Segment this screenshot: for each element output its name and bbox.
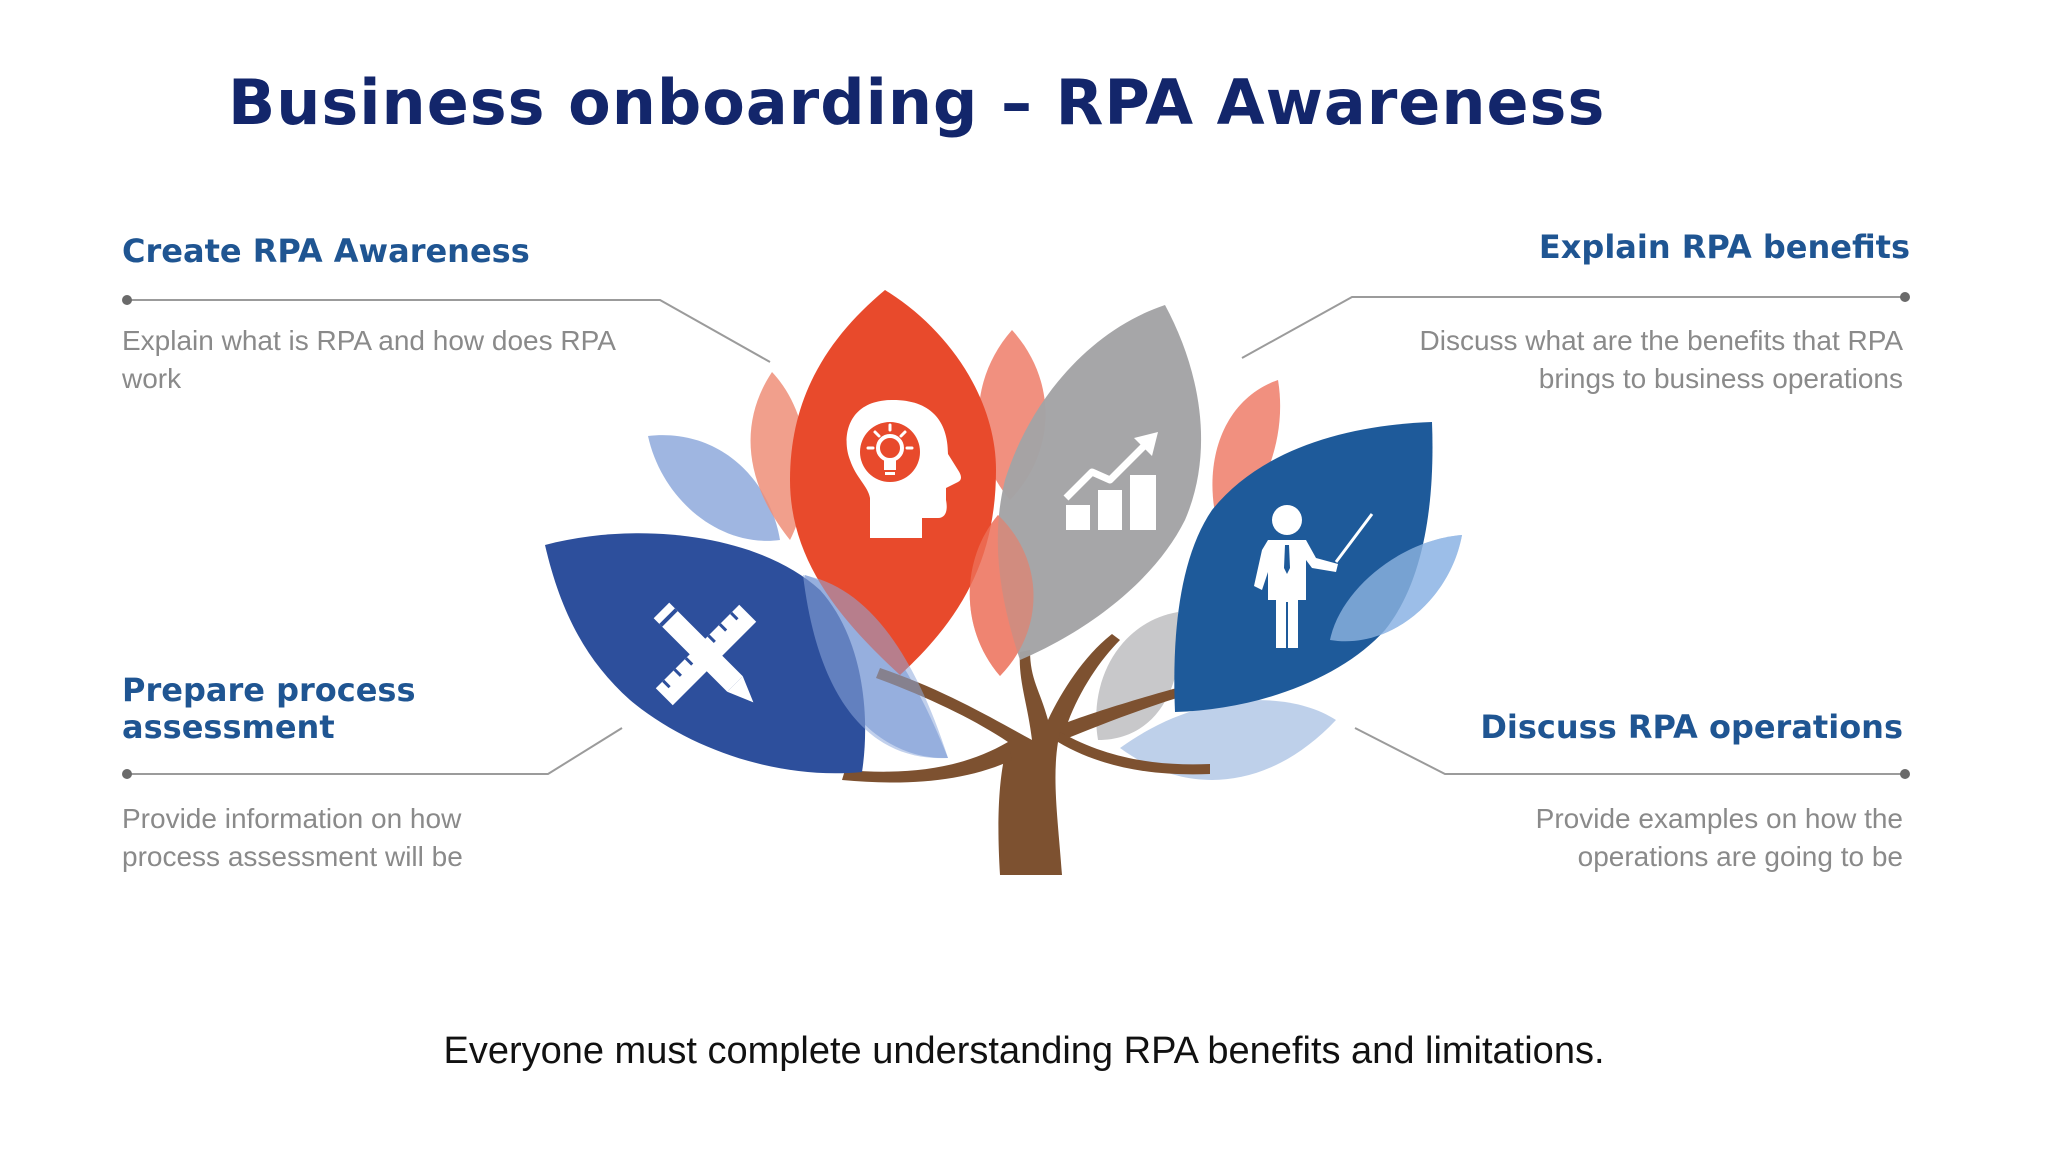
heading-create-rpa-awareness: Create RPA Awareness [122, 232, 530, 270]
description-create-rpa-awareness: Explain what is RPA and how does RPA wor… [122, 325, 615, 394]
connector-bottom-right [1354, 727, 1905, 775]
description-prepare-process-assessment: Provide information on how process asses… [122, 803, 463, 872]
connector-dot-top-right [1900, 292, 1910, 302]
description-explain-rpa-benefits: Discuss what are the benefits that RPA b… [1419, 325, 1904, 394]
leaf-lavender-overlay [803, 575, 948, 759]
connector-top-left [127, 299, 771, 363]
growth-chart-icon [1063, 432, 1158, 530]
heading-discuss-rpa-operations: Discuss RPA operations [1480, 708, 1903, 746]
tree-trunk [842, 634, 1210, 875]
slide-caption: Everyone must complete understanding RPA… [443, 1030, 1605, 1072]
heading-explain-rpa-benefits: Explain RPA benefits [1538, 228, 1910, 266]
leaf-salmon-overlay [969, 515, 1034, 676]
connector-dot-bottom-right [1900, 769, 1910, 779]
page-title: Business onboarding – RPA Awareness [228, 66, 1606, 139]
connector-bottom-left [127, 727, 623, 775]
connector-dot-top-left [122, 295, 132, 305]
description-discuss-rpa-operations: Provide examples on how the operations a… [1535, 803, 1903, 872]
connector-lines [127, 296, 1905, 775]
presenter-icon [1254, 505, 1374, 648]
leaf-grey [997, 305, 1202, 660]
lightbulb-head-icon [846, 400, 961, 538]
connector-dot-bottom-left [122, 769, 132, 779]
leaf-pale-blue-bottom [1120, 700, 1336, 781]
connector-top-right [1241, 296, 1905, 359]
pencil-ruler-icon [653, 602, 757, 706]
leaf-light-blue-left [648, 435, 780, 541]
leaf-sky-blue-overlay [1330, 535, 1462, 642]
heading-prepare-process-assessment: Prepare process assessment [122, 671, 416, 746]
